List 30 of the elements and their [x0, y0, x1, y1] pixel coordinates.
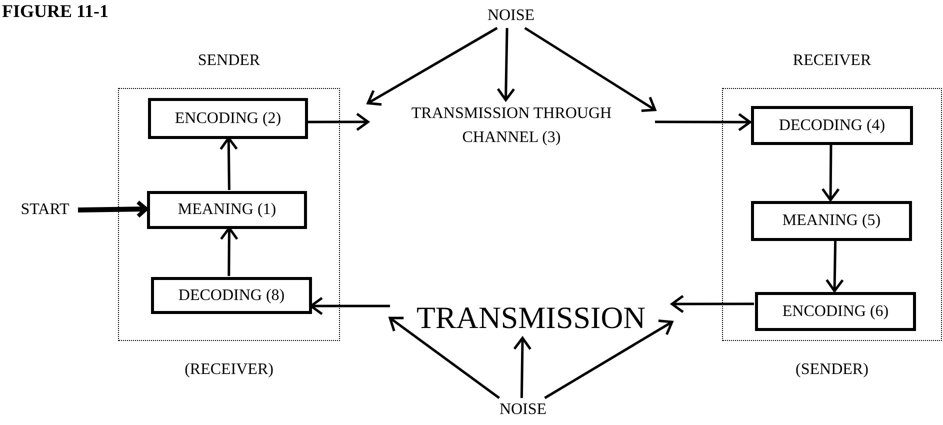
process-box: ENCODING (6) [755, 292, 916, 331]
arrow [524, 26, 656, 112]
node-label: NOISE [487, 6, 535, 26]
process-box: MEANING (5) [751, 201, 912, 241]
node-label: START [20, 200, 70, 220]
arrow [825, 240, 844, 292]
arrow [655, 112, 752, 132]
arrow [821, 144, 840, 202]
process-box: ENCODING (2) [148, 98, 308, 139]
arrow [388, 316, 500, 399]
group-heading: SENDER [196, 51, 262, 71]
process-box: DECODING (8) [151, 277, 312, 314]
arrow [78, 200, 148, 218]
node-label: TRANSMISSION THROUGH CHANNEL (3) [410, 104, 613, 148]
arrow [496, 28, 516, 102]
arrow [670, 294, 754, 314]
node-label: TRANSMISSION [416, 300, 646, 336]
process-box: MEANING (1) [147, 191, 307, 229]
arrow [513, 336, 532, 398]
group-heading: RECEIVER [792, 51, 872, 71]
arrow [544, 320, 674, 400]
arrow [366, 26, 498, 106]
process-box: DECODING (4) [751, 106, 913, 145]
figure-title: FIGURE 11-1 [2, 0, 109, 22]
arrow [220, 226, 238, 276]
group-caption: (RECEIVER) [184, 360, 274, 380]
arrow [219, 136, 238, 190]
group-caption: (SENDER) [794, 360, 870, 380]
arrow [307, 112, 370, 132]
node-label: NOISE [499, 400, 547, 420]
